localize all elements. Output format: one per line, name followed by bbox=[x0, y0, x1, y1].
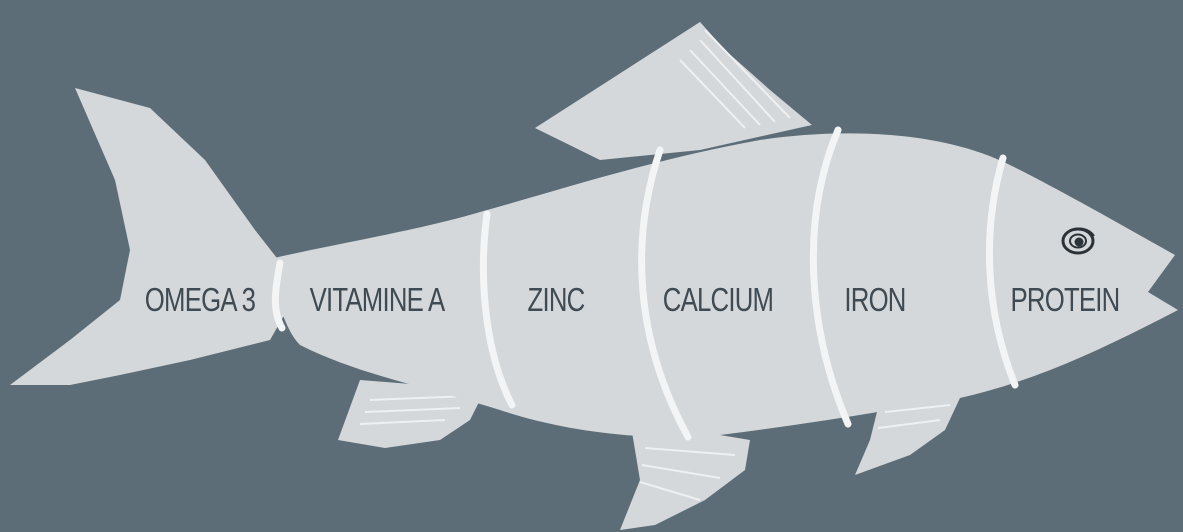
segment-label-zinc: ZINC bbox=[509, 278, 603, 322]
segment-label-omega-3: OMEGA 3 bbox=[118, 278, 282, 322]
tail-fin bbox=[10, 88, 290, 385]
segment-label-iron: IRON bbox=[824, 278, 925, 322]
segment-label-calcium: CALCIUM bbox=[640, 278, 796, 322]
segment-label-vitamine-a: VITAMINE A bbox=[287, 278, 466, 322]
segment-label-protein: PROTEIN bbox=[987, 278, 1143, 322]
